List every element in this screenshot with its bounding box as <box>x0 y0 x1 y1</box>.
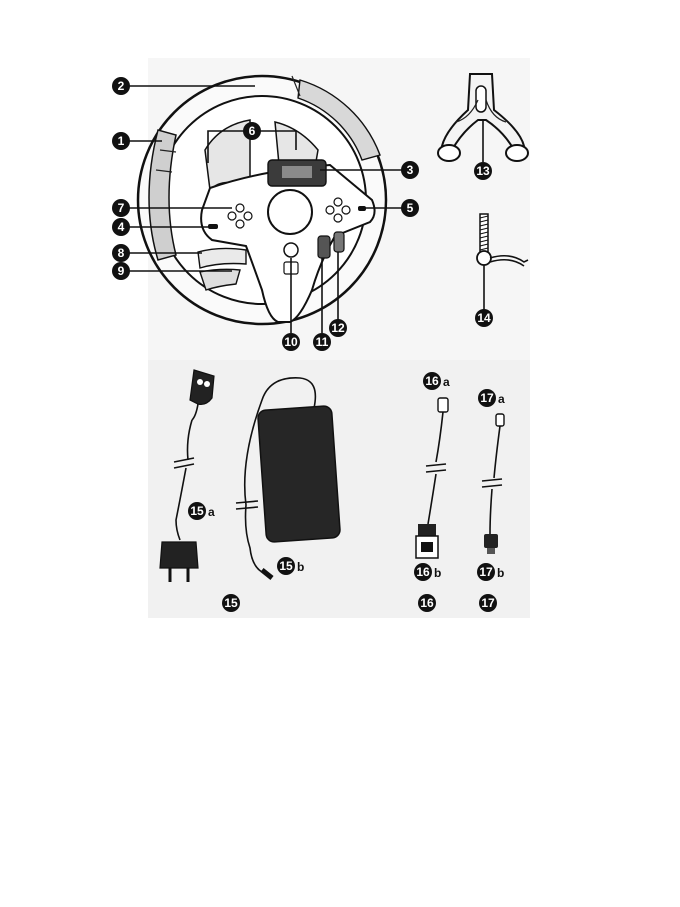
callout-6: 6 <box>243 122 261 140</box>
callout-16: 16 <box>418 594 436 612</box>
svg-text:14: 14 <box>477 311 491 325</box>
svg-text:6: 6 <box>249 124 256 138</box>
svg-text:12: 12 <box>331 321 345 335</box>
callout-17: 17 <box>479 594 497 612</box>
svg-text:15: 15 <box>279 559 293 573</box>
callout-15b-suffix: b <box>297 560 304 574</box>
callout-17a: 17 <box>478 389 496 407</box>
callout-14: 14 <box>475 309 493 327</box>
callout-16a: 16 <box>423 372 441 390</box>
callout-17b: 17 <box>477 563 495 581</box>
callout-17a-suffix: a <box>498 392 505 406</box>
callout-3: 3 <box>401 161 419 179</box>
callout-15a: 15 <box>188 502 206 520</box>
svg-text:15: 15 <box>224 596 238 610</box>
svg-text:10: 10 <box>284 335 298 349</box>
svg-text:3: 3 <box>407 163 414 177</box>
svg-text:7: 7 <box>118 201 125 215</box>
callout-9: 9 <box>112 262 130 280</box>
callout-16b: 16 <box>414 563 432 581</box>
svg-text:1: 1 <box>118 134 125 148</box>
svg-text:15: 15 <box>190 504 204 518</box>
svg-text:11: 11 <box>316 335 329 349</box>
callout-15: 15 <box>222 594 240 612</box>
callout-2: 2 <box>112 77 130 95</box>
callout-8: 8 <box>112 244 130 262</box>
svg-text:5: 5 <box>407 201 414 215</box>
callout-15b: 15 <box>277 557 295 575</box>
svg-text:17: 17 <box>481 596 495 610</box>
svg-text:13: 13 <box>476 164 490 178</box>
callout-4: 4 <box>112 218 130 236</box>
svg-text:16: 16 <box>420 596 434 610</box>
callout-12: 12 <box>329 319 347 337</box>
callout-13: 13 <box>474 162 492 180</box>
callout-11: 11 <box>313 333 331 351</box>
svg-text:4: 4 <box>118 220 125 234</box>
callout-16b-suffix: b <box>434 566 441 580</box>
racing-wheel-illustration <box>138 76 386 324</box>
callout-7: 7 <box>112 199 130 217</box>
callout-5: 5 <box>401 199 419 217</box>
svg-text:17: 17 <box>480 391 494 405</box>
callout-16a-suffix: a <box>443 375 450 389</box>
svg-text:16: 16 <box>425 374 439 388</box>
callout-10: 10 <box>282 333 300 351</box>
callout-15a-suffix: a <box>208 505 215 519</box>
callout-17b-suffix: b <box>497 566 504 580</box>
svg-text:16: 16 <box>416 565 430 579</box>
svg-text:2: 2 <box>118 79 125 93</box>
callout-1: 1 <box>112 132 130 150</box>
svg-text:9: 9 <box>118 264 125 278</box>
svg-text:17: 17 <box>479 565 493 579</box>
svg-text:8: 8 <box>118 246 125 260</box>
